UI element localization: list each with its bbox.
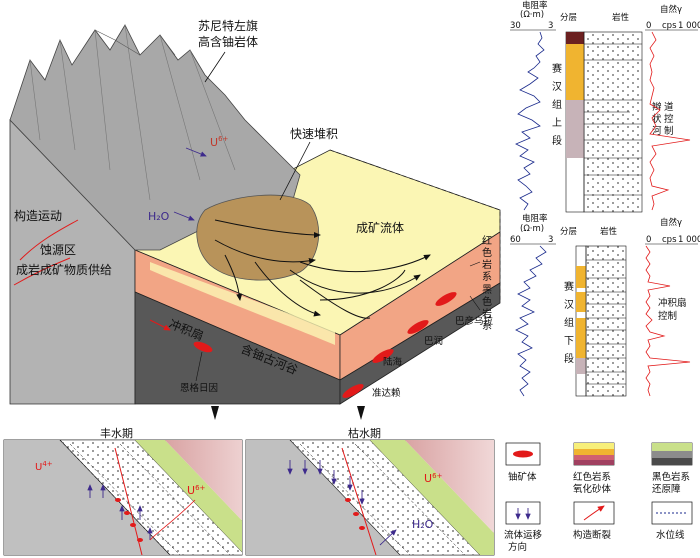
svg-text:铀矿体: 铀矿体 (508, 471, 537, 483)
dry-season-label: 枯水期 (348, 426, 381, 440)
svg-text:自然γ: 自然γ (660, 217, 682, 228)
svg-text:控制: 控制 (658, 310, 677, 322)
svg-text:分层: 分层 (560, 13, 577, 23)
fault-lines (13, 219, 171, 331)
oxidizing-flow-arrows (173, 147, 207, 221)
svg-text:0: 0 (646, 21, 651, 31)
svg-text:3: 3 (548, 235, 553, 245)
svg-text:河: 河 (652, 125, 662, 137)
svg-text:H₂O: H₂O (412, 518, 434, 531)
svg-text:系: 系 (482, 271, 492, 283)
svg-text:冲积扇: 冲积扇 (658, 297, 687, 309)
tectonic-label: 构造运动 (14, 208, 62, 223)
svg-text:cps: cps (662, 235, 677, 245)
down-arrows (211, 406, 365, 420)
red-system-label: 红 色 岩 系 (482, 234, 492, 283)
svg-text:下: 下 (564, 336, 574, 347)
svg-text:汉: 汉 (552, 81, 562, 93)
svg-text:构造断裂: 构造断裂 (573, 529, 612, 541)
svg-text:赛: 赛 (564, 280, 574, 293)
svg-text:岩性: 岩性 (612, 12, 630, 23)
svg-text:U6+: U6+ (424, 472, 443, 485)
fluid-label: 成矿流体 (356, 221, 404, 235)
well-log-bottom: 电阻率 (Ω·m) 60 3 分层 岩性 自然γ 0 cps 1 000 赛 汉… (510, 213, 700, 397)
svg-text:U6+: U6+ (187, 484, 206, 497)
svg-text:电阻率: 电阻率 (522, 0, 548, 11)
svg-text:岩: 岩 (482, 258, 492, 271)
svg-text:30: 30 (510, 21, 521, 31)
block-diagram: 苏尼特左旗 高含铀岩体 快速堆积 成矿流体 U6+ H₂O 构造运动 蚀源区 成… (9, 18, 501, 420)
deposit-bayanwula: 巴彦乌拉 (455, 315, 494, 327)
svg-text:分层: 分层 (560, 227, 577, 237)
svg-text:上: 上 (552, 117, 562, 129)
legend: 铀矿体 红色岩系 氧化砂体 黑色岩系 还原障 流体运移 方向 构造断裂 水位线 (504, 442, 693, 553)
cross-section-wet: 丰水期 U4+ U6+ (3, 427, 243, 556)
svg-text:色: 色 (482, 295, 492, 308)
svg-text:红色岩系: 红色岩系 (573, 471, 611, 483)
svg-text:红: 红 (482, 234, 492, 247)
rapid-deposit-fan (196, 194, 320, 281)
svg-text:电阻率: 电阻率 (522, 213, 548, 224)
svg-text:自然γ: 自然γ (660, 4, 682, 15)
deposit-luhai: 陆海 (383, 356, 403, 368)
svg-text:汉: 汉 (564, 299, 574, 311)
svg-text:U4+: U4+ (35, 460, 53, 473)
svg-text:(Ω·m): (Ω·m) (520, 224, 544, 234)
svg-text:cps: cps (662, 21, 677, 31)
deposit-barun: 巴润 (424, 335, 443, 347)
svg-text:水位线: 水位线 (656, 529, 685, 541)
svg-text:黑色岩系: 黑色岩系 (652, 471, 690, 483)
svg-text:系: 系 (482, 320, 492, 332)
deposit-zhundalai: 准达赖 (372, 387, 401, 399)
svg-text:0: 0 (646, 235, 651, 245)
svg-text:组: 组 (564, 316, 574, 329)
ore-bodies (193, 292, 457, 398)
right-face-dark (339, 282, 501, 405)
svg-text:控: 控 (664, 113, 674, 125)
svg-text:岩: 岩 (482, 307, 492, 320)
wet-season-label: 丰水期 (100, 427, 133, 440)
rapid-deposit-label: 快速堆积 (290, 127, 338, 141)
erosion-label: 蚀源区 (40, 243, 76, 257)
svg-text:60: 60 (510, 235, 521, 245)
svg-text:色: 色 (482, 246, 492, 259)
svg-text:流体运移: 流体运移 (504, 529, 543, 541)
svg-text:段: 段 (564, 352, 574, 365)
svg-text:黑: 黑 (482, 284, 492, 296)
svg-text:辫: 辫 (652, 101, 662, 113)
svg-text:段: 段 (552, 134, 562, 147)
black-system-label: 黑 色 岩 系 (482, 284, 492, 332)
svg-text:方向: 方向 (508, 541, 527, 553)
svg-text:赛: 赛 (552, 62, 562, 75)
svg-text:组: 组 (552, 98, 562, 111)
u6-label: U6+ (210, 135, 229, 149)
svg-text:岩性: 岩性 (600, 226, 618, 237)
svg-text:1 000: 1 000 (678, 21, 700, 31)
svg-text:氧化砂体: 氧化砂体 (573, 483, 612, 495)
granite-title-line1: 苏尼特左旗 (198, 18, 258, 33)
svg-text:还原障: 还原障 (652, 483, 681, 495)
fluid-flow-arrows (214, 219, 431, 319)
deposit-engeriyin: 恩格日因 (180, 382, 218, 394)
svg-text:状: 状 (652, 113, 662, 125)
granite-title-line2: 高含铀岩体 (198, 34, 258, 49)
svg-text:道: 道 (664, 101, 674, 113)
cross-section-dry: 枯水期 U6+ H₂O (245, 426, 495, 556)
svg-text:3: 3 (548, 21, 553, 31)
h2o-label: H₂O (148, 210, 170, 223)
well-log-top: 电阻率 (Ω·m) 30 3 分层 岩性 自然γ 0 cps 1 000 赛 汉… (510, 0, 700, 213)
supply-label: 成岩成矿物质供给 (16, 262, 112, 277)
svg-text:(Ω·m): (Ω·m) (520, 10, 544, 20)
svg-text:1 000: 1 000 (678, 235, 700, 245)
svg-text:制: 制 (664, 125, 674, 137)
